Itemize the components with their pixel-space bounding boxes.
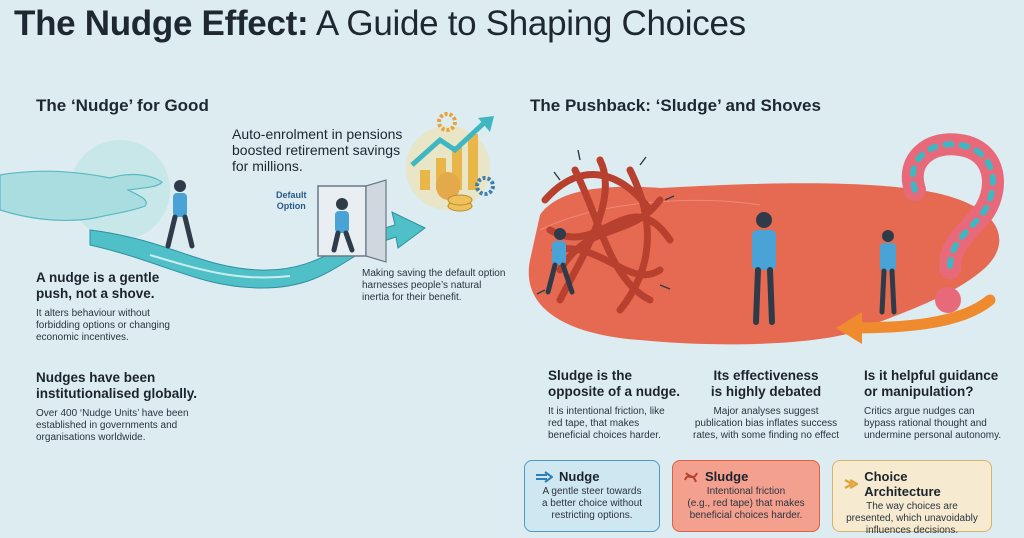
growth-chart-icon bbox=[406, 112, 495, 212]
legend-body-line: A gentle steer towards bbox=[542, 486, 642, 497]
callout-line: boosted retirement savings bbox=[232, 142, 401, 158]
legend-card-choice-architecture: Choice Architecture The way choices are … bbox=[832, 460, 992, 536]
callout-line: for millions. bbox=[232, 158, 303, 174]
chevron-icon bbox=[844, 479, 859, 489]
title-rest: A Guide to Shaping Choices bbox=[308, 4, 746, 43]
legend-title-text: Choice Architecture bbox=[864, 469, 941, 499]
point-body: It is intentional friction, like bbox=[548, 406, 665, 417]
legend-title-text: Sludge bbox=[705, 469, 749, 484]
legend-card-title: Nudge bbox=[535, 469, 649, 484]
point-institutionalised: Nudges have been institutionalised globa… bbox=[36, 370, 197, 444]
title-bold: The Nudge Effect: bbox=[14, 4, 309, 43]
point-title: A nudge is a gentle bbox=[36, 270, 160, 285]
point-title: Sludge is the bbox=[548, 368, 633, 383]
legend-body-line: presented, which unavoidably bbox=[846, 513, 978, 524]
legend-card-body: Intentional friction (e.g., red tape) th… bbox=[683, 486, 809, 522]
point-title: Its effectiveness bbox=[713, 368, 819, 383]
point-body: beneficial choices harder. bbox=[548, 430, 661, 441]
page-title: The Nudge Effect: A Guide to Shaping Cho… bbox=[14, 4, 746, 44]
point-title: Is it helpful guidance bbox=[864, 368, 999, 383]
default-option-label: Default Option bbox=[276, 190, 307, 212]
point-body: Major analyses suggest bbox=[713, 406, 819, 417]
point-body: red tape, that makes bbox=[548, 418, 640, 429]
callout-line: harnesses people’s natural bbox=[362, 280, 482, 291]
point-body: bypass rational thought and bbox=[864, 418, 987, 429]
door-icon bbox=[317, 179, 387, 263]
callout-default-option: Making saving the default option harness… bbox=[362, 268, 505, 304]
point-body: Over 400 ‘Nudge Units’ have been bbox=[36, 408, 189, 419]
point-title: opposite of a nudge. bbox=[548, 384, 680, 399]
legend-card-title: Choice Architecture bbox=[843, 469, 981, 499]
legend-title-text: Nudge bbox=[559, 469, 600, 484]
point-body: economic incentives. bbox=[36, 332, 129, 343]
legend-body-line: (e.g., red tape) that makes bbox=[687, 498, 805, 509]
brain-question-mark-icon bbox=[901, 133, 1004, 313]
pushing-person-icon bbox=[545, 228, 575, 295]
point-body: organisations worldwide. bbox=[36, 432, 146, 443]
callout-line: Auto-enrolment in pensions bbox=[232, 126, 403, 142]
arrow-icon bbox=[536, 470, 553, 483]
point-body: rates, with some finding no effect bbox=[692, 430, 839, 441]
callout-auto-enrolment: Auto-enrolment in pensions boosted retir… bbox=[232, 126, 402, 174]
legend-body-line: Intentional friction bbox=[706, 486, 786, 497]
point-title: or manipulation? bbox=[864, 384, 974, 399]
walking-person-icon bbox=[165, 180, 195, 249]
point-body: forbidding options or changing bbox=[36, 320, 170, 331]
legend-body-line: beneficial choices harder. bbox=[689, 510, 803, 521]
left-heading: The ‘Nudge’ for Good bbox=[36, 96, 209, 115]
confused-person-icon bbox=[879, 230, 897, 315]
legend-body-line: restricting options. bbox=[551, 510, 633, 521]
legend-body-line: a better choice without bbox=[541, 498, 643, 509]
legend-card-title: Sludge bbox=[683, 469, 809, 484]
hand-icon bbox=[0, 170, 163, 222]
door-label-line: Default bbox=[276, 190, 307, 200]
legend-card-body: The way choices are presented, which una… bbox=[843, 501, 981, 537]
point-title: institutionalised globally. bbox=[36, 386, 198, 401]
legend-card-nudge: Nudge A gentle steer towards a better ch… bbox=[524, 460, 660, 532]
point-body: Critics argue nudges can bbox=[864, 406, 975, 417]
door-label-line: Option bbox=[276, 201, 306, 211]
legend-card-body: A gentle steer towards a better choice w… bbox=[535, 486, 649, 522]
point-body: It alters behaviour without bbox=[36, 308, 150, 319]
callout-line: Making saving the default option bbox=[362, 268, 506, 279]
point-body: publication bias inflates success bbox=[694, 418, 838, 429]
callout-line: inertia for their benefit. bbox=[362, 292, 462, 303]
point-gentle-push: A nudge is a gentle push, not a shove. I… bbox=[36, 270, 170, 344]
right-heading: The Pushback: ‘Sludge’ and Shoves bbox=[530, 96, 821, 115]
point-manipulation: Is it helpful guidance or manipulation? … bbox=[864, 368, 1001, 442]
swoosh-path bbox=[89, 211, 426, 289]
tangle-icon bbox=[684, 471, 698, 482]
legend-body-line: influences decisions. bbox=[865, 525, 959, 536]
thinking-person-icon bbox=[752, 212, 776, 325]
point-body: established in governments and bbox=[36, 420, 178, 431]
point-effectiveness: Its effectiveness is highly debated Majo… bbox=[676, 368, 856, 442]
legend-body-line: The way choices are bbox=[866, 501, 958, 512]
point-title: is highly debated bbox=[710, 384, 822, 399]
legend-card-sludge: Sludge Intentional friction (e.g., red t… bbox=[672, 460, 820, 532]
return-arrow-icon bbox=[836, 294, 996, 344]
point-sludge: Sludge is the opposite of a nudge. It is… bbox=[548, 368, 680, 442]
point-body: undermine personal autonomy. bbox=[864, 430, 1002, 441]
point-title: Nudges have been bbox=[36, 370, 156, 385]
point-title: push, not a shove. bbox=[36, 286, 155, 301]
red-tape-tangle-icon bbox=[541, 156, 674, 314]
